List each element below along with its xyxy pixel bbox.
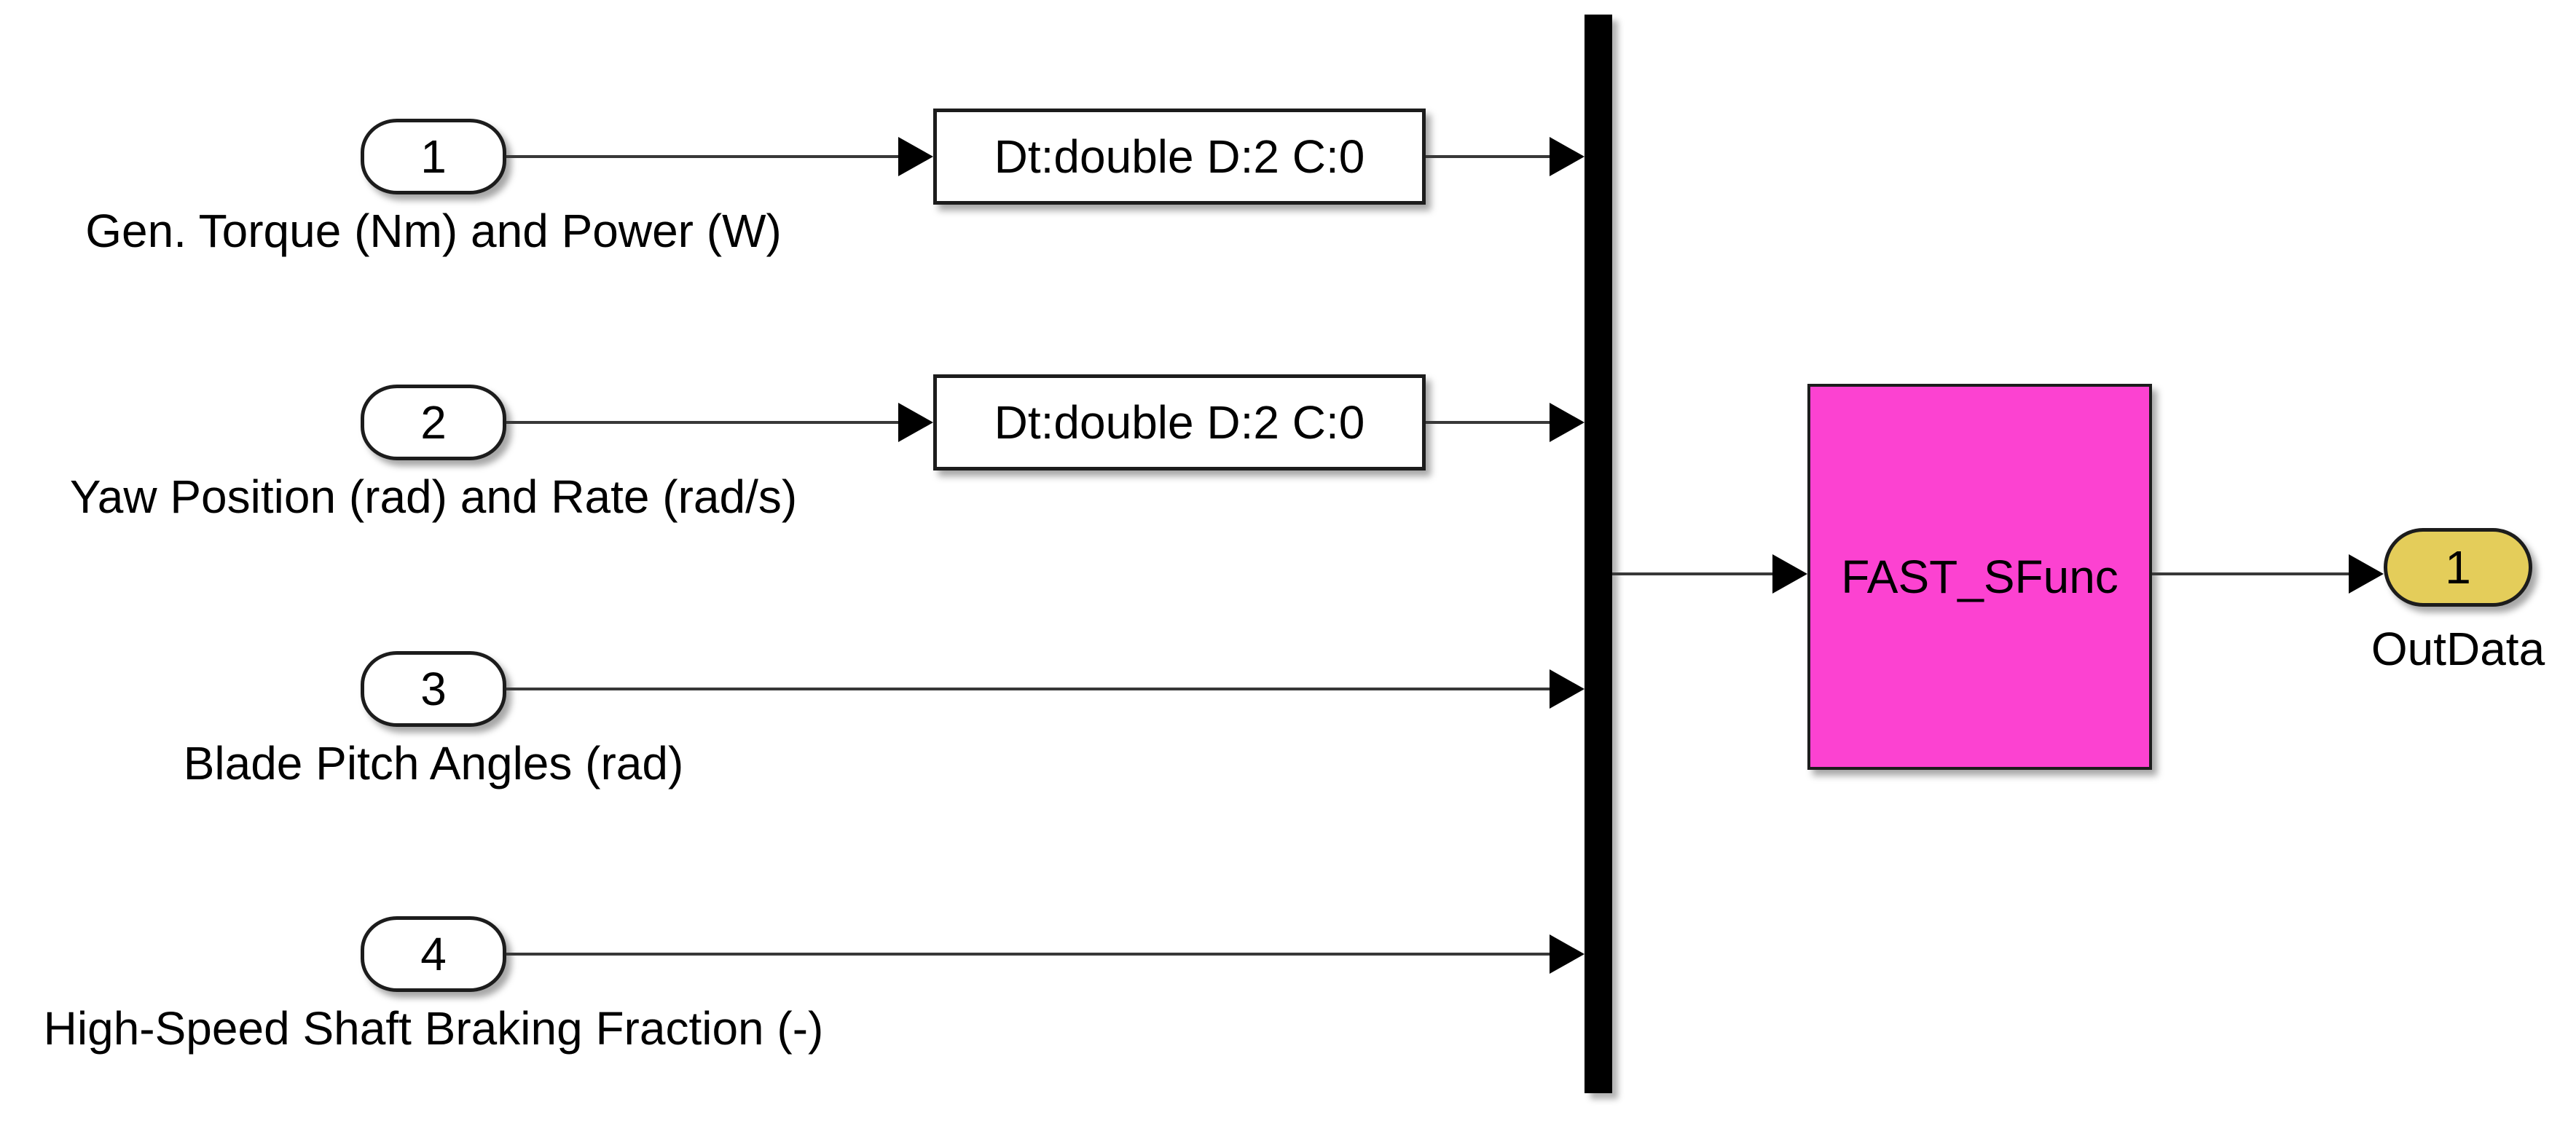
mux-block[interactable] xyxy=(1585,15,1612,1093)
inport-block-2[interactable]: 2 xyxy=(361,385,506,460)
signal-spec-block-1[interactable]: Dt:double D:2 C:0 xyxy=(933,109,1426,205)
signal-spec-1-label: Dt:double D:2 C:0 xyxy=(994,130,1365,183)
outport-number: 1 xyxy=(2445,541,2471,594)
inport-block-3[interactable]: 3 xyxy=(361,651,506,727)
wire-inport4-to-mux[interactable] xyxy=(506,953,1550,956)
wire-inport1-to-spec1[interactable] xyxy=(506,155,898,158)
inport-label-3[interactable]: Blade Pitch Angles (rad) xyxy=(183,737,684,789)
wire-sfunc-to-outport[interactable] xyxy=(2152,572,2349,575)
fast-sfunc-block[interactable]: FAST_SFunc xyxy=(1807,384,2152,770)
signal-spec-block-2[interactable]: Dt:double D:2 C:0 xyxy=(933,374,1426,470)
inport-3-number: 3 xyxy=(420,663,447,715)
wire-spec1-to-mux[interactable] xyxy=(1426,155,1550,158)
inport-block-1[interactable]: 1 xyxy=(361,119,506,194)
arrowhead-icon xyxy=(1550,137,1585,176)
inport-2-number: 2 xyxy=(420,396,447,449)
signal-spec-2-label: Dt:double D:2 C:0 xyxy=(994,396,1365,449)
inport-label-4[interactable]: High-Speed Shaft Braking Fraction (-) xyxy=(43,1002,824,1055)
arrowhead-icon xyxy=(2349,554,2384,594)
outport-label[interactable]: OutData xyxy=(2371,623,2545,675)
inport-1-number: 1 xyxy=(420,130,447,183)
wire-spec2-to-mux[interactable] xyxy=(1426,421,1550,424)
arrowhead-icon xyxy=(898,137,933,176)
inport-4-number: 4 xyxy=(420,928,447,980)
fast-sfunc-label: FAST_SFunc xyxy=(1841,551,2118,603)
inport-label-2[interactable]: Yaw Position (rad) and Rate (rad/s) xyxy=(69,470,798,523)
arrowhead-icon xyxy=(1550,403,1585,442)
wire-mux-to-sfunc[interactable] xyxy=(1612,572,1772,575)
wire-inport3-to-mux[interactable] xyxy=(506,688,1550,690)
wire-inport2-to-spec2[interactable] xyxy=(506,421,898,424)
inport-label-1[interactable]: Gen. Torque (Nm) and Power (W) xyxy=(85,205,782,257)
outport-block-1[interactable]: 1 xyxy=(2384,528,2532,607)
arrowhead-icon xyxy=(1550,669,1585,709)
arrowhead-icon xyxy=(1550,934,1585,974)
inport-block-4[interactable]: 4 xyxy=(361,916,506,992)
arrowhead-icon xyxy=(1772,554,1807,594)
arrowhead-icon xyxy=(898,403,933,442)
